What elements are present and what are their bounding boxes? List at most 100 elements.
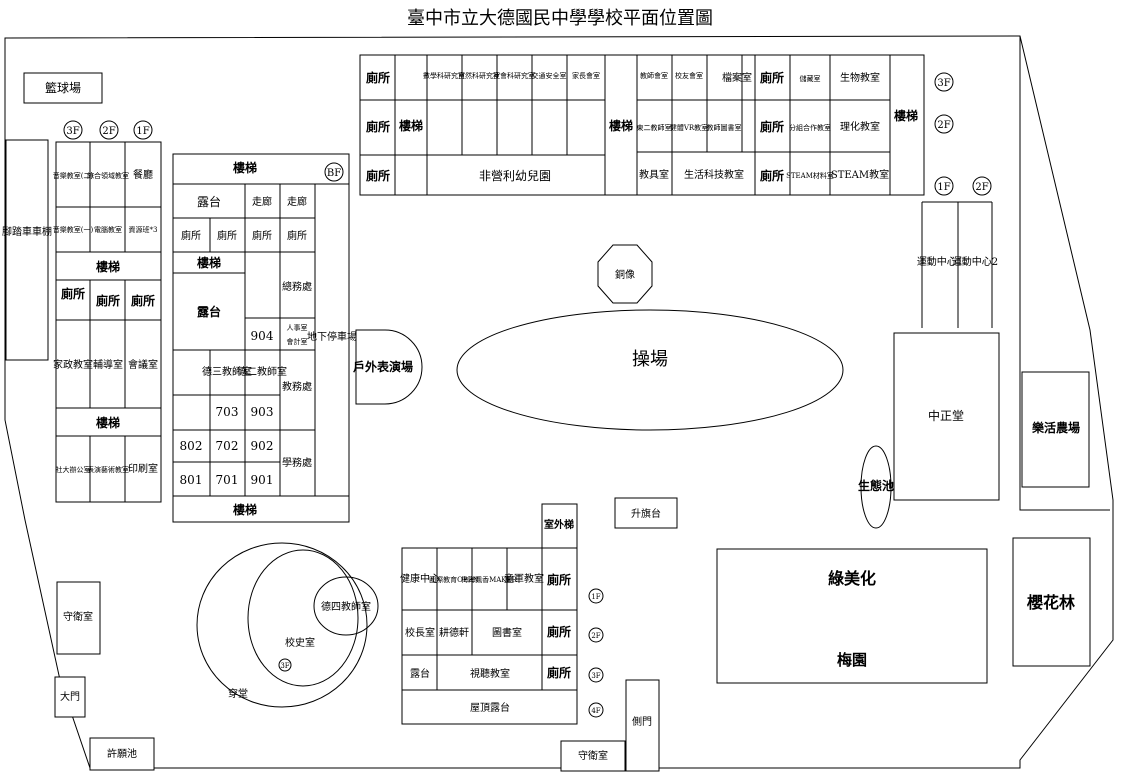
library: 圖書室 xyxy=(492,626,522,639)
plum-garden-label: 梅園 xyxy=(837,651,867,669)
canteen: 餐廳 xyxy=(133,168,153,181)
floor-2f-marker-sports xyxy=(972,176,992,196)
top-toilet-5: 廁所 xyxy=(760,119,784,134)
student-affairs-office: 學務處 xyxy=(282,456,312,469)
traffic-safety-office: 交通安全室 xyxy=(532,71,567,80)
basketball-court[interactable] xyxy=(23,72,103,104)
guard-room-bottom-label: 守衛室 xyxy=(578,749,608,762)
alumni-office: 校友會室 xyxy=(675,71,703,80)
history-room: 校史室 xyxy=(285,636,315,649)
floor-bf-label: BF xyxy=(327,168,341,179)
top-toilet-1: 廁所 xyxy=(366,70,390,85)
flagpole-stage[interactable] xyxy=(614,497,678,529)
biology-room: 生物教室 xyxy=(840,71,880,84)
room-802: 802 xyxy=(180,439,203,453)
chuantang-label: 穿堂 xyxy=(228,687,248,700)
de4-teacher-office: 德四教師室 xyxy=(321,600,371,613)
de3-teacher-office: 德三教師室 xyxy=(202,365,252,378)
floor-2f-marker-right xyxy=(934,114,954,134)
social-office: 社會科研究室 xyxy=(493,71,535,80)
room-801: 801 xyxy=(180,473,203,487)
bike-shed-label: 腳踏車車棚 xyxy=(2,225,52,238)
room-702: 702 xyxy=(216,439,239,453)
map-title: 臺中市立大德國民中學學校平面位置圖 xyxy=(407,8,713,29)
guard-room-left[interactable] xyxy=(56,581,101,655)
resource-class: 資源班*3 xyxy=(129,225,158,234)
performing-arts-room: 表演藝術教室 xyxy=(87,465,129,474)
floor-2f-label-right: 2F xyxy=(937,120,950,131)
outdoor-stage-label: 戶外表演場 xyxy=(353,359,413,374)
main-gate-label: 大門 xyxy=(60,690,80,703)
printing-room: 印刷室 xyxy=(128,462,158,475)
sports-center-1: 運動中心1 xyxy=(917,255,963,268)
mid-stairs-2: 樓梯 xyxy=(197,255,221,270)
admin-floor-1f xyxy=(588,588,604,604)
de2-teacher-office: 德二教師室 xyxy=(237,365,287,378)
outdoor-stairs[interactable] xyxy=(541,503,578,549)
equipment-room: 教具室 xyxy=(639,168,669,181)
parents-office: 家長會室 xyxy=(572,71,600,80)
top-stairs-3: 樓梯 xyxy=(894,108,918,123)
top-toilet-4: 廁所 xyxy=(760,70,784,85)
admin-toilet-3: 廁所 xyxy=(547,665,571,680)
counseling-office: 輔導室 xyxy=(93,358,123,371)
top-toilet-6: 廁所 xyxy=(760,168,784,183)
bronze-statue[interactable] xyxy=(597,244,653,304)
personnel-office: 人事室 xyxy=(287,323,308,332)
playground-label: 操場 xyxy=(632,349,668,370)
room-901: 901 xyxy=(251,473,274,487)
mid-stairs-bottom: 樓梯 xyxy=(233,502,257,517)
split-coop-room: 分組合作教室 xyxy=(789,123,831,132)
admin-floor-1f-label: 1F xyxy=(591,593,600,601)
guard-room-bottom[interactable] xyxy=(560,740,626,772)
terrace-1: 露台 xyxy=(197,194,221,209)
room-703: 703 xyxy=(216,405,239,419)
history-floor-3f-label: 3F xyxy=(280,662,289,670)
top-stairs-2: 樓梯 xyxy=(609,118,633,133)
admin-floor-4f xyxy=(588,702,604,718)
scout-room: 童軍教室 xyxy=(504,572,544,585)
room-903: 903 xyxy=(251,405,274,419)
admin-terrace: 露台 xyxy=(410,667,430,680)
mid-toilet-3: 廁所 xyxy=(252,229,272,242)
floor-2f-label-sports: 2F xyxy=(975,182,988,193)
main-gate[interactable] xyxy=(54,676,86,718)
room-904: 904 xyxy=(251,329,274,343)
bronze-statue-label: 銅像 xyxy=(615,268,635,281)
academic-office: 教務處 xyxy=(282,380,312,393)
sakura-grove[interactable] xyxy=(1012,537,1091,667)
road-line xyxy=(1019,36,1110,511)
history-circle xyxy=(247,549,359,687)
left-stairs-1: 樓梯 xyxy=(96,259,120,274)
teachers-association: 教師會室 xyxy=(640,71,668,80)
steam-material-room: STEAM材料室 xyxy=(786,171,834,180)
general-affairs-office: 總務處 xyxy=(282,280,312,293)
floor-3f-label-right: 3F xyxy=(937,78,950,89)
outdoor-stage[interactable] xyxy=(355,329,423,405)
flagpole-label: 升旗台 xyxy=(631,507,661,520)
basketball-label: 籃球場 xyxy=(45,80,81,95)
science-office: 自然科研究室 xyxy=(458,71,500,80)
side-gate[interactable] xyxy=(625,679,660,772)
farm[interactable] xyxy=(1021,371,1090,488)
bike-shed[interactable] xyxy=(5,139,49,361)
admin-toilet-1: 廁所 xyxy=(547,572,571,587)
playground[interactable] xyxy=(456,309,844,431)
wishing-pool[interactable] xyxy=(89,737,155,771)
meihai-maker: 梅海飄香MAKER xyxy=(461,575,518,584)
phys-chem-room: 理化教室 xyxy=(840,120,880,133)
left-toilet-1: 廁所 xyxy=(61,286,85,301)
sports-center-2: 運動中心2 xyxy=(952,255,998,268)
eco-pond[interactable] xyxy=(860,445,892,529)
av-room: 視聽教室 xyxy=(470,667,510,680)
side-gate-label: 側門 xyxy=(632,715,652,728)
plum-garden[interactable] xyxy=(716,548,988,684)
top-toilet-2: 廁所 xyxy=(366,119,390,134)
community-office: 社大辦公室 xyxy=(56,465,91,474)
zhongzheng-hall[interactable] xyxy=(893,332,1000,501)
left-building xyxy=(55,141,162,503)
vr-classroom: 健體VR教室 xyxy=(670,123,708,132)
rooftop-terrace: 屋頂露台 xyxy=(470,701,510,714)
floor-3f-marker xyxy=(63,120,83,140)
